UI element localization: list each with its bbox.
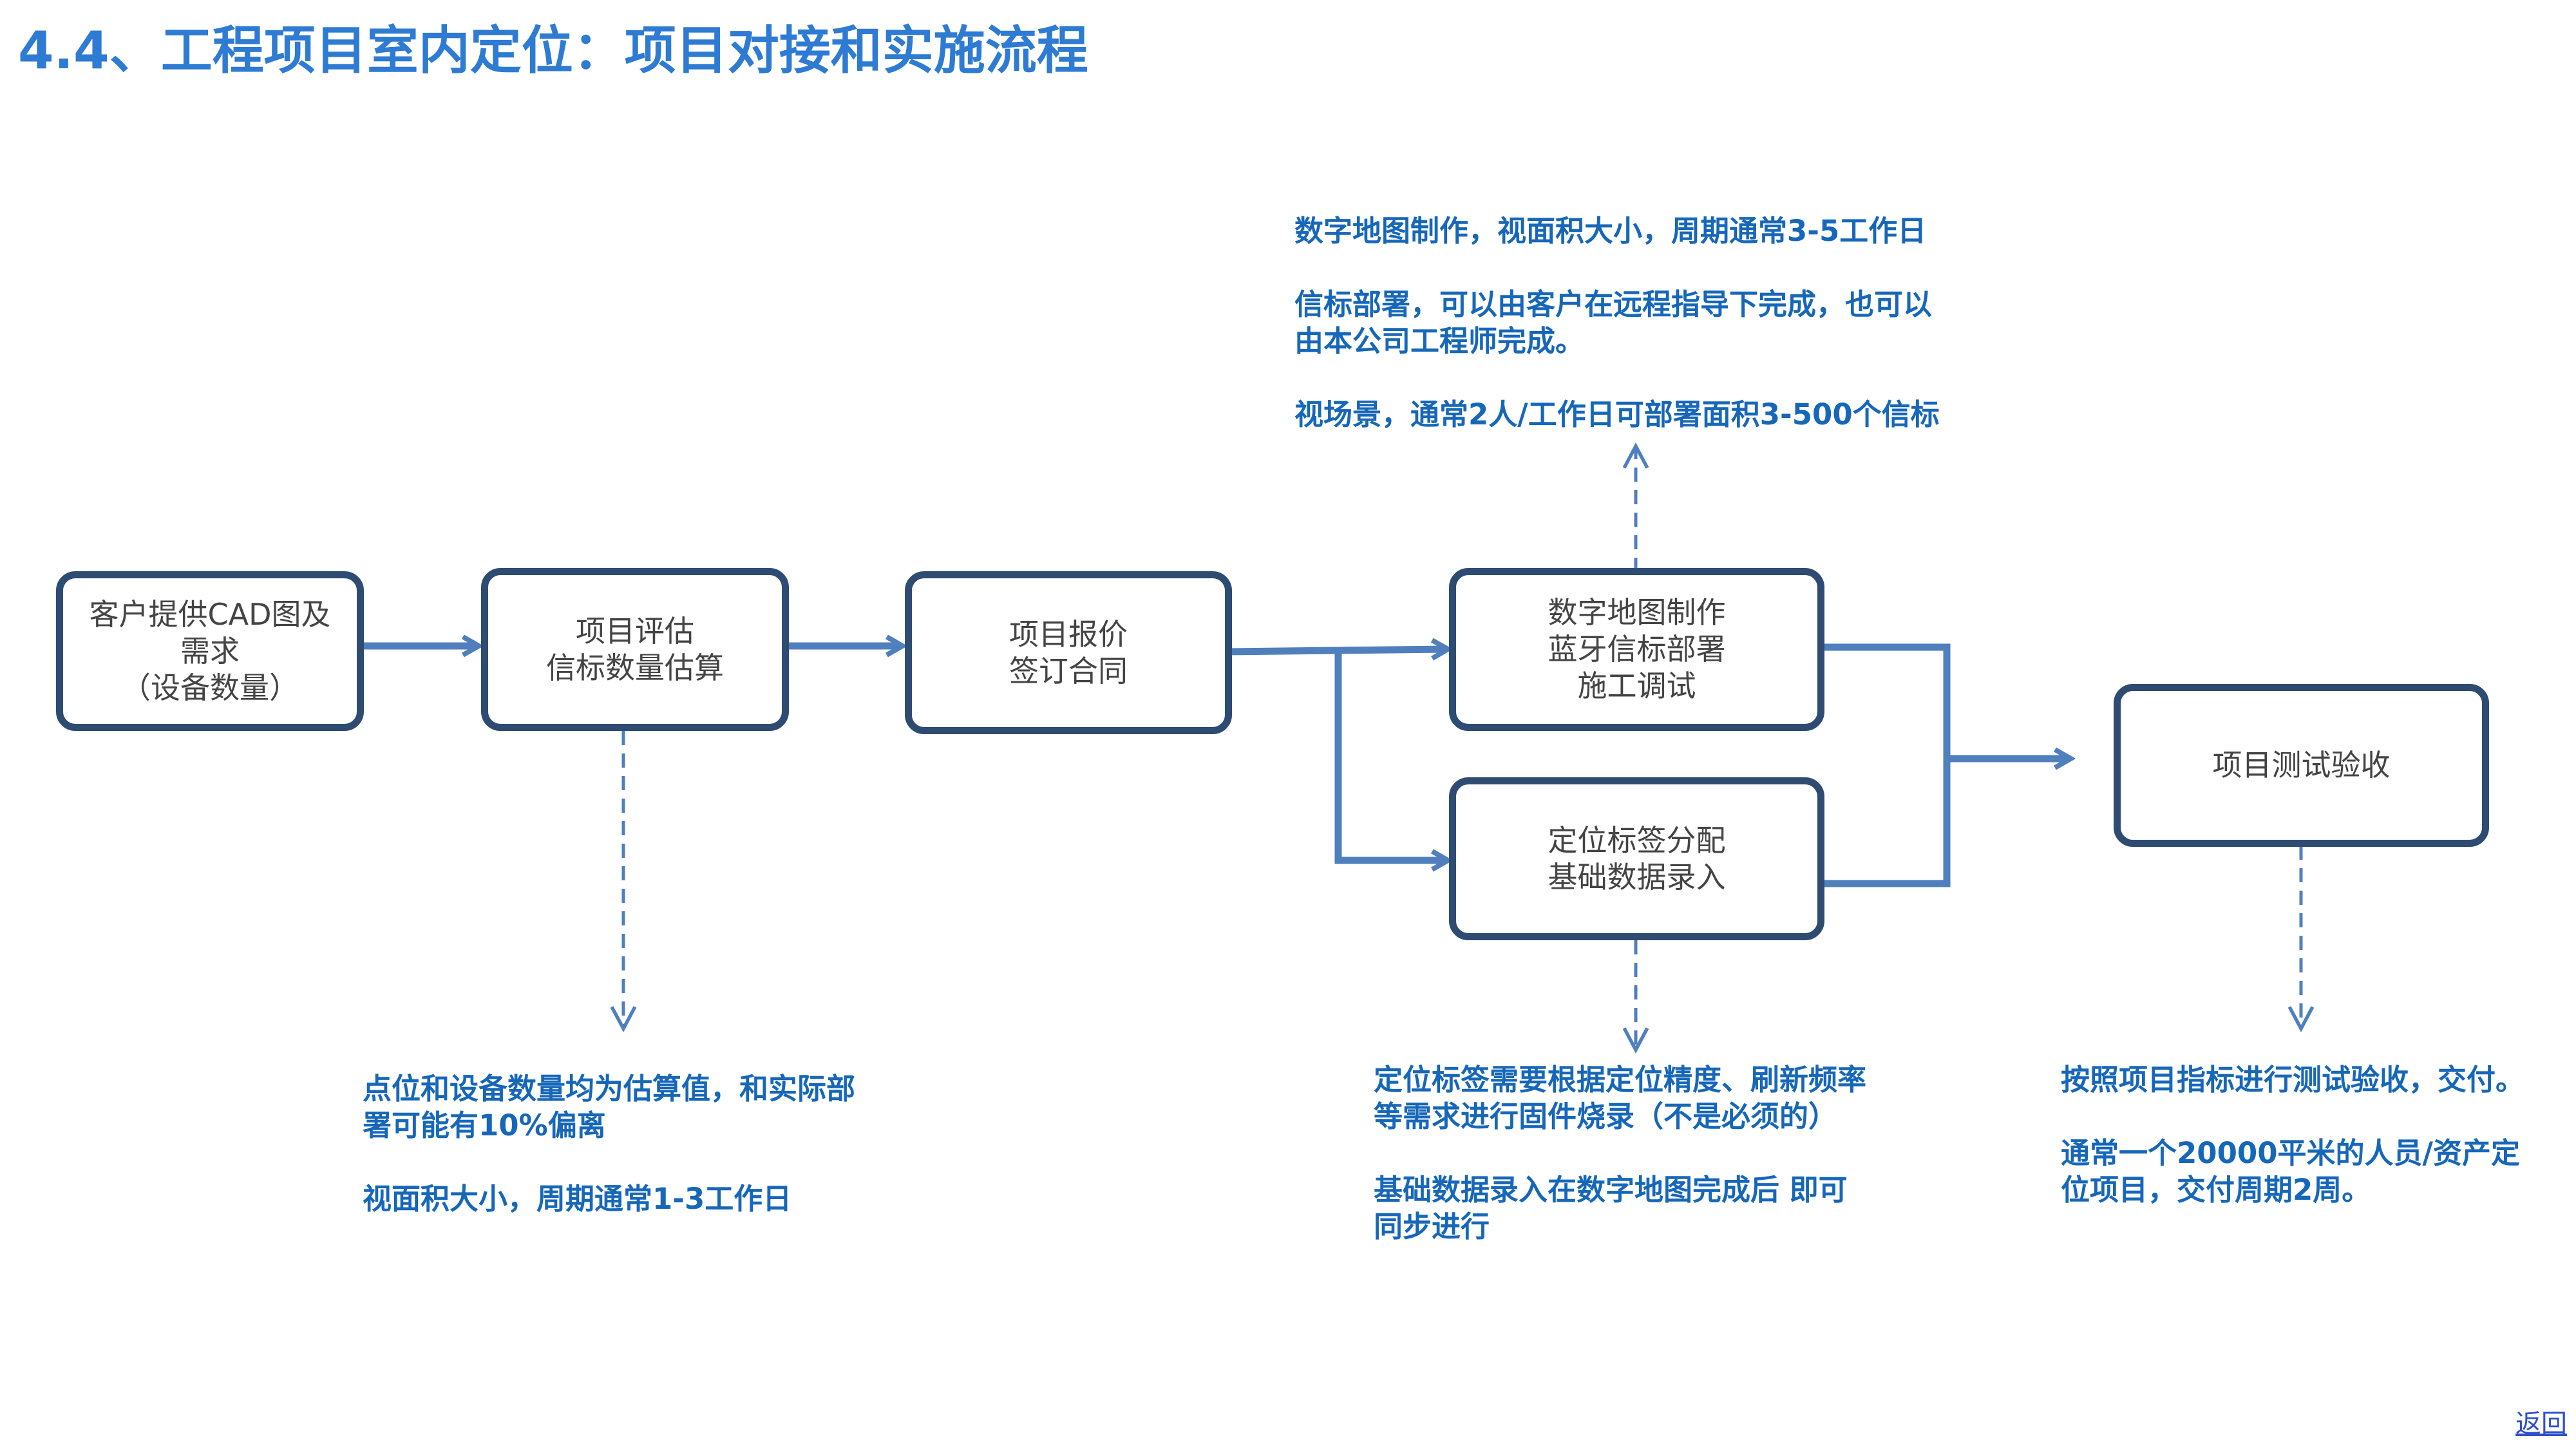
note-tag: 定位标签需要根据定位精度、刷新频率 等需求进行固件烧录（不是必须的） 基础数据录… [1374,1061,1866,1245]
note-line: 由本公司工程师完成。 [1294,324,1585,358]
note-line: 署可能有10%偏离 [363,1108,606,1142]
node-test-line: 项目测试验收 [2212,748,2391,782]
node-map-line: 数字地图制作 [1548,595,1726,630]
note-line: 位项目，交付周期2周。 [2061,1173,2371,1207]
node-tag: 定位标签分配 基础数据录入 [1449,777,1824,940]
node-customer-line: 需求 [180,633,240,668]
connector-map-to-merge [1819,643,1951,887]
node-tag-line: 定位标签分配 [1548,822,1726,858]
node-test: 项目测试验收 [2114,684,2489,847]
note-line: 视场景，通常2人/工作日可部署面积3-500个信标 [1294,397,1940,431]
note-line: 数字地图制作，视面积大小，周期通常3-5工作日 [1294,214,1927,248]
note-test: 按照项目指标进行测试验收，交付。 通常一个20000平米的人员/资产定 位项目，… [2061,1061,2524,1208]
note-line: 通常一个20000平米的人员/资产定 [2061,1136,2520,1170]
note-evaluate: 点位和设备数量均为估算值，和实际部 署可能有10%偏离 视面积大小，周期通常1-… [363,1070,855,1217]
node-quote: 项目报价 签订合同 [905,571,1232,734]
note-line: 视面积大小，周期通常1-3工作日 [363,1182,792,1216]
node-customer: 客户提供CAD图及 需求 （设备数量） [56,571,364,731]
node-evaluate: 项目评估 信标数量估算 [481,568,789,731]
page-title: 4.4、工程项目室内定位：项目对接和实施流程 [18,21,1088,80]
node-map-line: 蓝牙信标部署 [1548,632,1726,667]
node-customer-line: 客户提供CAD图及 [89,596,331,632]
node-evaluate-line: 项目评估 [576,613,694,649]
note-line: 定位标签需要根据定位精度、刷新频率 [1374,1063,1867,1097]
connector-quote-to-map [1226,649,1446,652]
note-line: 同步进行 [1374,1209,1490,1244]
note-line: 点位和设备数量均为估算值，和实际部 [363,1072,856,1106]
node-quote-line: 签订合同 [1009,653,1128,688]
node-map: 数字地图制作 蓝牙信标部署 施工调试 [1449,568,1824,731]
note-line: 信标部署，可以由客户在远程指导下完成，也可以 [1294,287,1933,321]
note-line: 等需求进行固件烧录（不是必须的） [1374,1099,1838,1133]
back-link[interactable]: 返回 [2515,1409,2567,1439]
note-map-deployment: 数字地图制作，视面积大小，周期通常3-5工作日 信标部署，可以由客户在远程指导下… [1294,213,1940,433]
note-line: 基础数据录入在数字地图完成后 即可 [1374,1173,1848,1207]
node-evaluate-line: 信标数量估算 [546,650,724,685]
node-quote-line: 项目报价 [1009,616,1128,652]
node-map-line: 施工调试 [1577,668,1696,703]
note-line: 按照项目指标进行测试验收，交付。 [2061,1063,2525,1097]
connector-quote-to-tag [1334,652,1446,860]
node-customer-line: （设备数量） [121,670,299,705]
node-tag-line: 基础数据录入 [1548,859,1726,895]
